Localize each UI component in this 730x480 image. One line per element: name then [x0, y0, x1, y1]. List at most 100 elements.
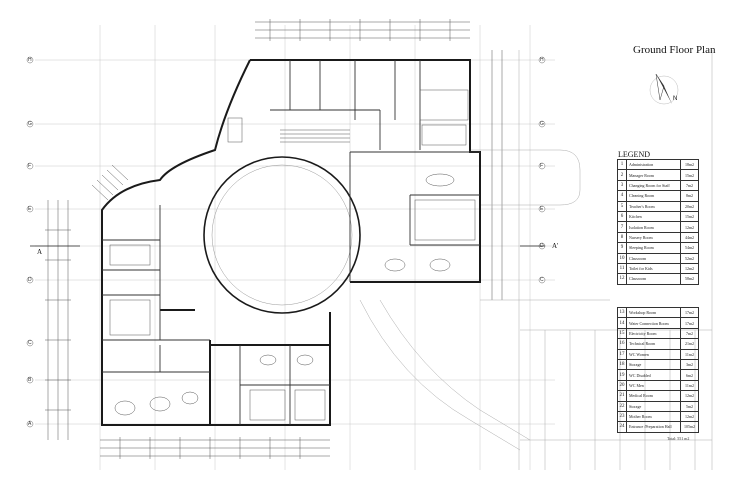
legend-room-number: 20	[617, 379, 627, 392]
legend-room-area: 15m2	[680, 210, 699, 223]
legend-room-name: WC Men	[626, 379, 681, 392]
legend-room-name: Storage	[626, 358, 681, 371]
legend-room-name: Manager Room	[626, 169, 681, 181]
grid-label-left-a: A	[28, 421, 32, 427]
legend-room-area: 18m2	[680, 158, 699, 171]
legend-room-number: 11	[617, 262, 627, 275]
legend-room-number: 22	[617, 400, 627, 412]
legend-room-area: 12m2	[680, 390, 699, 402]
legend-room-number: 19	[617, 369, 627, 381]
legend-room-name: Kitchen	[626, 210, 681, 223]
legend-room-number: 15	[617, 327, 627, 340]
legend-room-name: Mother Room	[626, 410, 681, 423]
legend-room-area: 17m2	[680, 306, 699, 319]
legend-room-number: 10	[617, 252, 627, 264]
legend-room-area: 3m2	[680, 358, 699, 371]
north-label: N	[673, 96, 678, 102]
grid-label-right-e: E	[540, 206, 544, 212]
plan-title: Ground Floor Plan	[633, 44, 716, 56]
legend-room-name: Cleaning Room	[626, 190, 681, 202]
legend-room-area: 7m2	[680, 179, 699, 192]
legend-room-name: Classroom	[626, 273, 681, 285]
legend-room-area: 15m2	[680, 169, 699, 181]
legend-room-area: 52m2	[680, 252, 699, 264]
grid-bubbles	[26, 56, 546, 428]
legend-room-name: Storage	[626, 400, 681, 412]
legend-room-name: WC Disabled	[626, 369, 681, 381]
legend-room-area: 7m2	[680, 327, 699, 340]
legend-room-name: Water Connection Room	[626, 317, 681, 329]
grid-label-right-h: H	[540, 57, 544, 63]
grid-label-left-f: F	[28, 163, 32, 169]
legend-room-number: 14	[617, 317, 627, 329]
legend-room-area: 5m2	[680, 400, 699, 412]
interior-walls	[102, 60, 480, 425]
legend-room-name: Electricity Room	[626, 327, 681, 340]
legend-room-area: 6m2	[680, 369, 699, 381]
entrance-steps	[91, 129, 350, 201]
dimension-lines	[47, 21, 503, 457]
grid-label-left-g: G	[28, 121, 32, 127]
legend-room-name: Administration	[626, 158, 681, 171]
fixtures	[109, 89, 476, 421]
central-circular-hall	[203, 156, 361, 314]
legend-room-name: Teacher's Room	[626, 200, 681, 212]
legend-room-number: 3	[617, 179, 627, 192]
legend-room-area: 8m2	[680, 190, 699, 202]
legend-room-area: 12m2	[680, 410, 699, 423]
north-arrow-icon	[649, 73, 679, 105]
legend-room-name: WC Women	[626, 348, 681, 360]
legend-room-area: 12m2	[680, 221, 699, 233]
legend-room-name: Isolation Room	[626, 221, 681, 233]
grid-label-right-d: D	[540, 243, 544, 249]
legend-room-area: 11m2	[680, 348, 699, 360]
legend-room-number: 7	[617, 221, 627, 233]
legend-room-name: Classroom	[626, 252, 681, 264]
legend-room-number: 9	[617, 242, 627, 254]
legend-room-name: Entrance /Preparation Hall	[626, 421, 681, 433]
grid-label-left-e: E	[28, 206, 32, 212]
legend-room-number: 1	[617, 158, 627, 171]
legend-title: LEGEND	[618, 150, 650, 159]
legend-room-number: 21	[617, 390, 627, 402]
legend-room-number: 12	[617, 273, 627, 285]
grid-label-right-g: G	[540, 121, 544, 127]
legend-room-name: Toilet for Kids	[626, 262, 681, 275]
legend-room-area: 17m2	[680, 317, 699, 329]
legend-room-number: 24	[617, 421, 627, 433]
grid-label-right-c: C	[540, 277, 544, 283]
building-walls	[101, 59, 481, 426]
section-label-right: A'	[552, 242, 559, 250]
dimension-ticks	[45, 19, 451, 459]
legend-room-number: 13	[617, 306, 627, 319]
legend-room-area: 11m2	[680, 379, 699, 392]
grid-label-left-h: H	[28, 57, 32, 63]
legend-room-name: Nursery Room	[626, 231, 681, 244]
legend-room-name: Workshop Room	[626, 306, 681, 319]
legend-room-name: Technical Room	[626, 338, 681, 350]
grid-label-left-d: D	[28, 277, 32, 283]
grid-label-left-c: C	[28, 340, 32, 346]
legend-room-area: 12m2	[680, 262, 699, 275]
legend-room-area: 58m2	[680, 273, 699, 285]
